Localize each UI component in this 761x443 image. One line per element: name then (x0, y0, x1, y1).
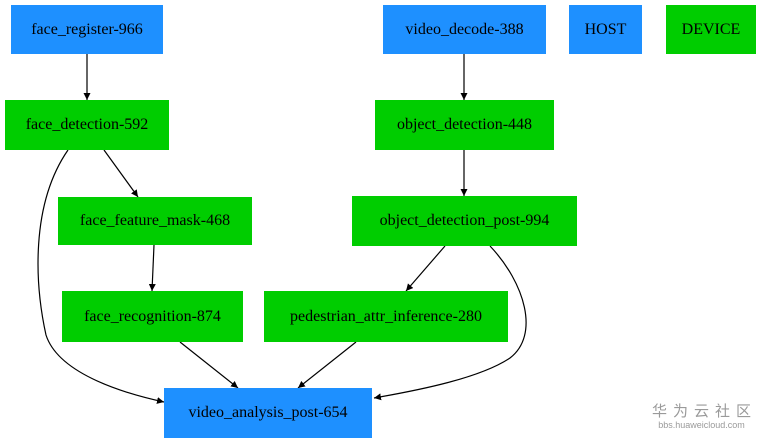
node-object-detection-post: object_detection_post-994 (352, 196, 577, 246)
edge-face-recognition-to-video-analysis-post (179, 341, 239, 389)
node-face-detection: face_detection-592 (5, 100, 169, 150)
edge-face-detection-to-face-feature-mask (103, 149, 139, 198)
watermark-url: bbs.huaweicloud.com (658, 420, 745, 430)
node-video-decode: video_decode-388 (383, 5, 546, 54)
watermark: 华为云社区 bbs.huaweicloud.com (652, 400, 751, 430)
edge-face-detection-to-video-analysis-post (37, 149, 165, 404)
edge-face-feature-mask-to-face-recognition (148, 244, 156, 292)
legend-host: HOST (569, 5, 642, 54)
node-face-feature-mask: face_feature_mask-468 (58, 197, 252, 245)
node-pedestrian-attr-inference: pedestrian_attr_inference-280 (264, 291, 508, 342)
watermark-title: 华为云社区 (651, 402, 757, 420)
edge-object-detection-post-to-video-analysis-post (373, 245, 527, 401)
node-video-analysis-post: video_analysis_post-654 (164, 388, 372, 438)
edge-object-detection-post-to-pedestrian-attr-inference (405, 245, 446, 292)
node-face-register: face_register-966 (11, 5, 163, 54)
node-face-recognition: face_recognition-874 (62, 291, 243, 342)
node-object-detection: object_detection-448 (375, 100, 554, 150)
edge-pedestrian-attr-inference-to-video-analysis-post (297, 341, 357, 389)
legend-device: DEVICE (666, 5, 756, 54)
